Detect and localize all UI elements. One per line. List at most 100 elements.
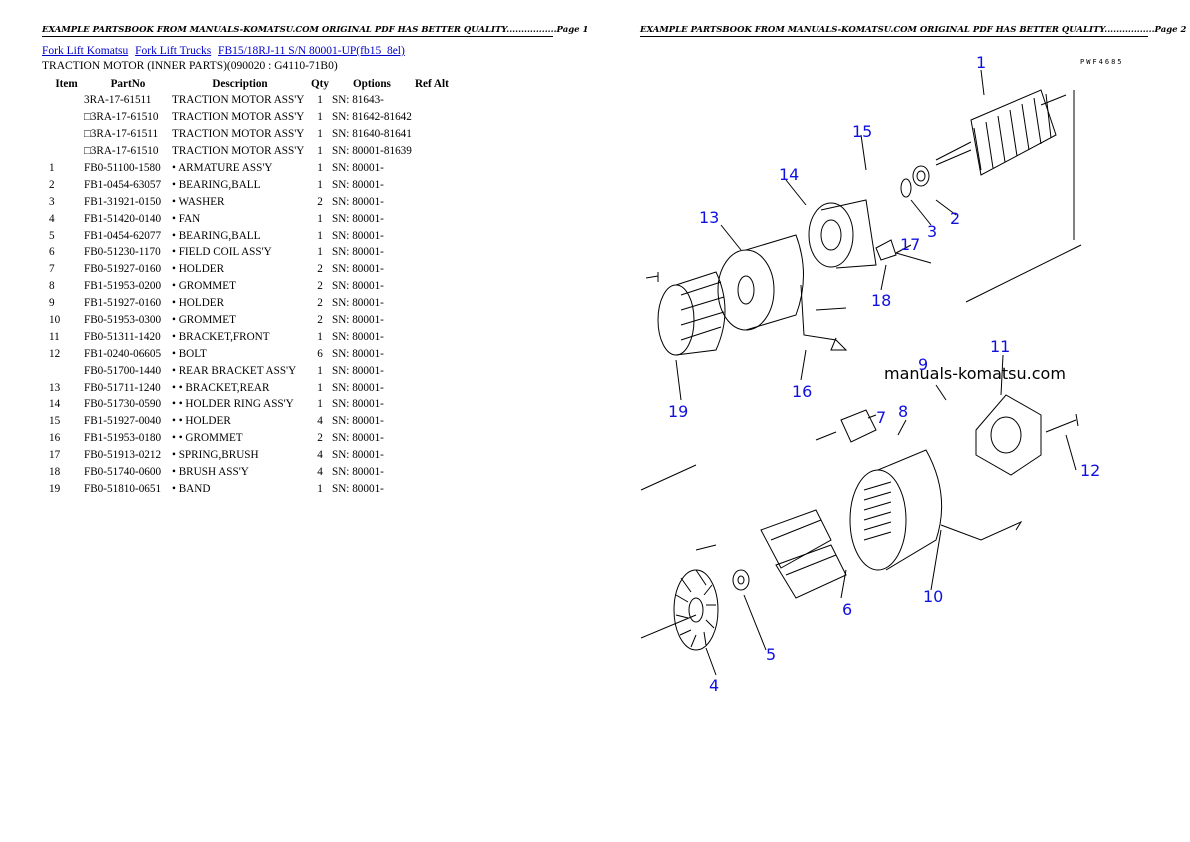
- cell-description: • BEARING,BALL: [172, 178, 261, 191]
- cell-ref-alt: [412, 176, 452, 193]
- cell-description: TRACTION MOTOR ASS'Y: [172, 145, 305, 158]
- cell-description: • GROMMET: [172, 280, 236, 293]
- cell-description: • GROMMET: [172, 314, 236, 327]
- cell-qty: 1: [317, 145, 323, 158]
- callout-13: 13: [699, 208, 719, 227]
- cell-description: • • BRACKET,REAR: [172, 381, 270, 394]
- cell-qty: 1: [317, 246, 323, 259]
- cell-item: 12: [49, 347, 61, 360]
- cell-qty: 1: [317, 364, 323, 377]
- cell-options: SN: 80001-: [332, 330, 384, 343]
- cell-partno: FB1-0454-62077: [84, 229, 162, 242]
- cell-description: • BEARING,BALL: [172, 229, 261, 242]
- cell-qty: 6: [317, 347, 323, 360]
- cell-partno: FB0-51953-0300: [84, 314, 162, 327]
- cell-item: [42, 92, 84, 109]
- cell-ref-alt: [412, 295, 452, 312]
- cell-description: • BAND: [172, 482, 211, 495]
- cell-options: SN: 80001-: [332, 178, 384, 191]
- callout-1: 1: [976, 53, 986, 72]
- cell-ref-alt: [412, 143, 452, 160]
- cell-partno: FB0-51740-0600: [84, 466, 162, 479]
- page2-header: EXAMPLE PARTSBOOK FROM MANUALS-KOMATSU.C…: [640, 25, 1187, 37]
- breadcrumb-link-model[interactable]: FB15/18RJ-11 S/N 80001-UP(fb15_8el): [218, 45, 405, 57]
- cell-options: SN: 80001-: [332, 381, 384, 394]
- cell-item: 9: [49, 297, 55, 310]
- cell-ref-alt: [412, 447, 452, 464]
- fan-part: [673, 569, 719, 651]
- callout-4: 4: [709, 676, 719, 695]
- cell-ref-alt: [412, 379, 452, 396]
- cell-partno: FB1-51420-0140: [84, 212, 162, 225]
- cell-partno: FB0-51311-1420: [84, 330, 161, 343]
- breadcrumb-link-fork-lift-trucks[interactable]: Fork Lift Trucks: [135, 45, 212, 57]
- cell-partno: □3RA-17-61510: [84, 111, 159, 124]
- cell-options: SN: 81640-81641: [332, 128, 412, 141]
- cell-options: SN: 80001-: [332, 449, 384, 462]
- cell-qty: 4: [317, 449, 323, 462]
- bearing-part-2: [912, 165, 930, 187]
- cell-options: SN: 80001-: [332, 398, 384, 411]
- cell-options: SN: 80001-: [332, 482, 384, 495]
- cell-qty: 1: [317, 381, 323, 394]
- cell-description: • REAR BRACKET ASS'Y: [172, 364, 297, 377]
- cell-options: SN: 80001-81639: [332, 145, 412, 158]
- cell-item: 3: [49, 195, 55, 208]
- cell-ref-alt: [412, 396, 452, 413]
- cell-item: 16: [49, 432, 61, 445]
- cell-partno: FB0-51730-0590: [84, 398, 162, 411]
- cell-qty: 2: [317, 297, 323, 310]
- cell-ref-alt: [412, 92, 452, 109]
- cell-options: SN: 80001-: [332, 364, 384, 377]
- cell-options: SN: 80001-: [332, 195, 384, 208]
- callout-5: 5: [766, 645, 776, 664]
- cell-ref-alt: [412, 109, 452, 126]
- breadcrumb-link-fork-lift-komatsu[interactable]: Fork Lift Komatsu: [42, 45, 129, 57]
- cell-item: [42, 109, 84, 126]
- callout-12: 12: [1080, 461, 1100, 480]
- callout-17: 17: [900, 235, 920, 254]
- callout-6: 6: [842, 600, 852, 619]
- cell-qty: 1: [317, 94, 323, 107]
- front-bracket-part: [975, 394, 1042, 476]
- cell-item: 19: [49, 482, 61, 495]
- exploded-parts-diagram: PWF4685 manuals-komatsu.com 1 2 3 4 5 6 …: [640, 53, 1122, 695]
- cell-qty: 2: [317, 263, 323, 276]
- cell-ref-alt: [412, 160, 452, 177]
- cell-description: • • GROMMET: [172, 432, 243, 445]
- cell-item: 8: [49, 280, 55, 293]
- cell-qty: 2: [317, 432, 323, 445]
- cell-qty: 1: [317, 212, 323, 225]
- cell-partno: FB0-51100-1580: [84, 162, 161, 174]
- cell-options: SN: 80001-: [332, 212, 384, 225]
- cell-description: • HOLDER: [172, 297, 225, 310]
- page-title: TRACTION MOTOR (INNER PARTS)(090020 : G4…: [42, 60, 338, 72]
- callout-16: 16: [792, 382, 812, 401]
- cell-partno: FB1-0454-63057: [84, 178, 162, 191]
- cell-description: TRACTION MOTOR ASS'Y: [172, 94, 305, 107]
- cell-ref-alt: [412, 362, 452, 379]
- cell-qty: 4: [317, 415, 323, 428]
- cell-partno: FB0-51711-1240: [84, 381, 161, 394]
- cell-item: 6: [49, 246, 55, 259]
- cell-description: • BRUSH ASS'Y: [172, 466, 249, 479]
- cell-qty: 1: [317, 162, 323, 174]
- holder-ring-part: [808, 199, 877, 269]
- cell-qty: 2: [317, 280, 323, 293]
- watermark-text: manuals-komatsu.com: [884, 364, 1066, 383]
- col-header-qty: Qty: [310, 78, 330, 90]
- cell-options: SN: 80001-: [332, 162, 384, 174]
- cell-item: 5: [49, 229, 55, 242]
- cell-description: • HOLDER: [172, 263, 225, 276]
